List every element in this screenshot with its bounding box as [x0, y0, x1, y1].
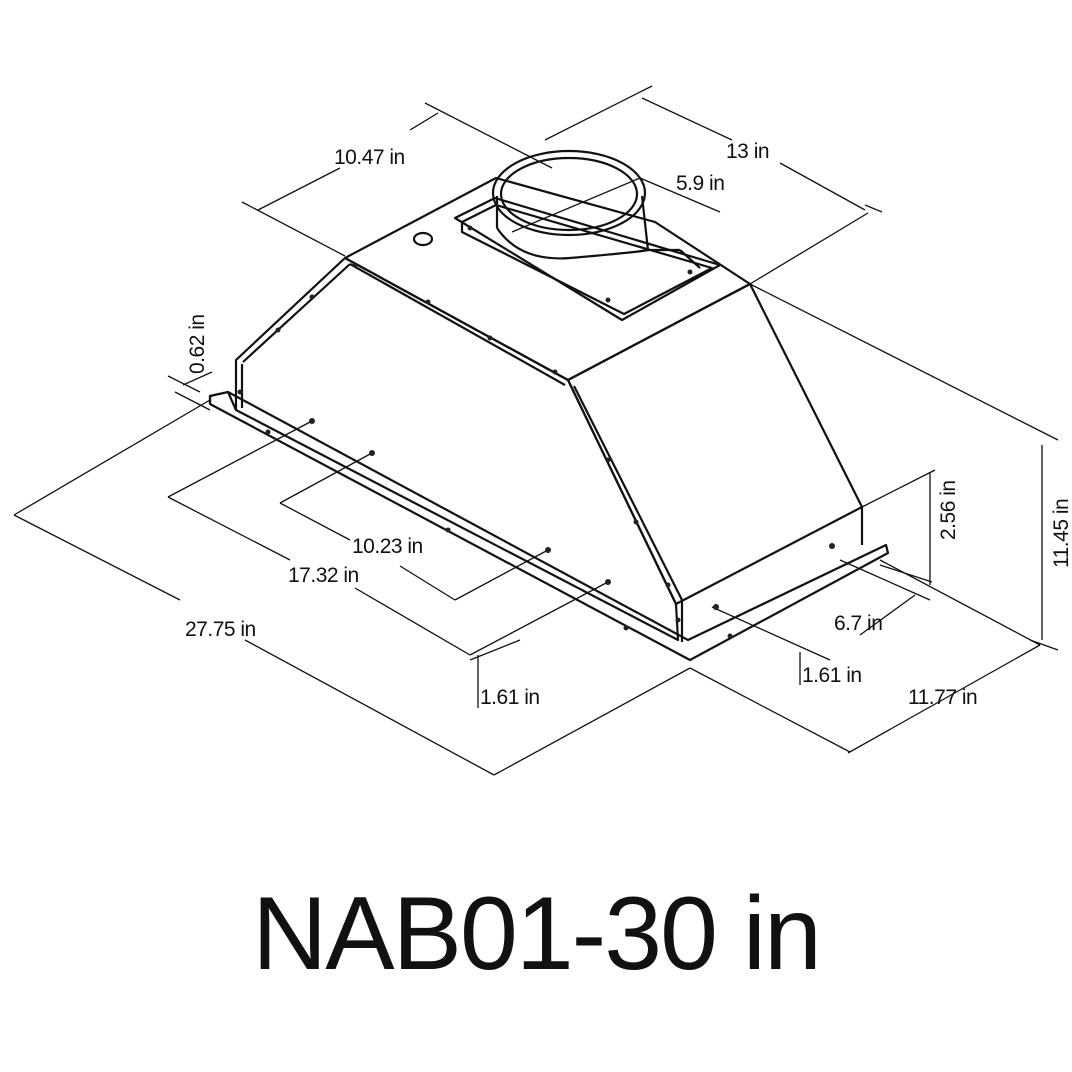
- dim-total-depth: 11.77 in: [908, 686, 977, 709]
- dim-side-height: 2.56 in: [937, 480, 960, 540]
- dim-mid-width: 17.32 in: [288, 564, 359, 587]
- dim-right-offset: 1.61 in: [802, 664, 862, 687]
- bottom-flange: [208, 390, 890, 662]
- dim-total-width: 27.75 in: [185, 618, 256, 641]
- dim-left-offset: 1.61 in: [480, 686, 540, 709]
- dimension-lines: [13, 85, 1059, 776]
- dimension-labels: 10.47 in 13 in 5.9 in 0.62 in 10.23 in 1…: [185, 140, 1072, 709]
- model-title: NAB01-30 in: [252, 876, 822, 992]
- front-panel: [566, 282, 864, 606]
- dim-total-height: 11.45 in: [1050, 499, 1072, 568]
- dim-duct-diameter: 5.9 in: [676, 172, 724, 195]
- dim-top-depth: 10.47 in: [334, 146, 405, 169]
- screw-holes: [237, 225, 835, 639]
- dim-top-width: 13 in: [726, 140, 769, 163]
- dim-flange-height: 0.62 in: [186, 314, 209, 374]
- duct-top-rim: [491, 149, 647, 237]
- top-panel: [343, 176, 752, 382]
- dim-side-depth: 6.7 in: [834, 612, 882, 635]
- dim-inner-width: 10.23 in: [352, 535, 423, 558]
- hood-body: [208, 149, 890, 662]
